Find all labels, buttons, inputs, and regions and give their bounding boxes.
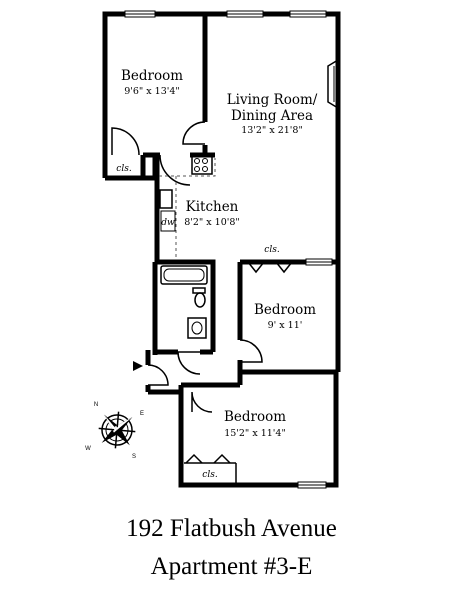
living-dining-name-line1: Living Room/ bbox=[227, 92, 318, 108]
living-dining-name-line2: Dining Area bbox=[231, 108, 313, 124]
closet-2-label: cls. bbox=[264, 245, 280, 255]
kitchen-size: 8'2" x 10'8" bbox=[184, 217, 240, 228]
bathroom-fixtures bbox=[161, 266, 207, 338]
entry-arrow-icon bbox=[133, 361, 143, 371]
closet-1-label: cls. bbox=[116, 164, 132, 174]
compass-north: N bbox=[94, 402, 98, 408]
compass-rose-icon bbox=[89, 402, 145, 458]
bedroom-1-size: 9'6" x 13'4" bbox=[124, 86, 180, 97]
floor-plan: Bedroom 9'6" x 13'4" Living Room/ Dining… bbox=[0, 0, 463, 510]
living-dining-size: 13'2" x 21'8" bbox=[241, 125, 303, 136]
compass-west: W bbox=[85, 446, 91, 452]
compass-east: E bbox=[140, 411, 144, 417]
caption-unit: Apartment #3-E bbox=[0, 553, 463, 581]
compass-south: S bbox=[132, 454, 136, 460]
closet-3-label: cls. bbox=[202, 470, 218, 480]
bedroom-3-size: 15'2" x 11'4" bbox=[224, 428, 286, 439]
bedroom-2-size: 9' x 11' bbox=[268, 320, 303, 331]
bedroom-3-name: Bedroom bbox=[224, 409, 286, 425]
caption-address: 192 Flatbush Avenue bbox=[0, 515, 463, 543]
bedroom-2-name: Bedroom bbox=[254, 302, 316, 318]
dishwasher-label: dw bbox=[161, 218, 175, 228]
kitchen-name: Kitchen bbox=[186, 199, 239, 215]
bedroom-1-name: Bedroom bbox=[121, 68, 183, 84]
